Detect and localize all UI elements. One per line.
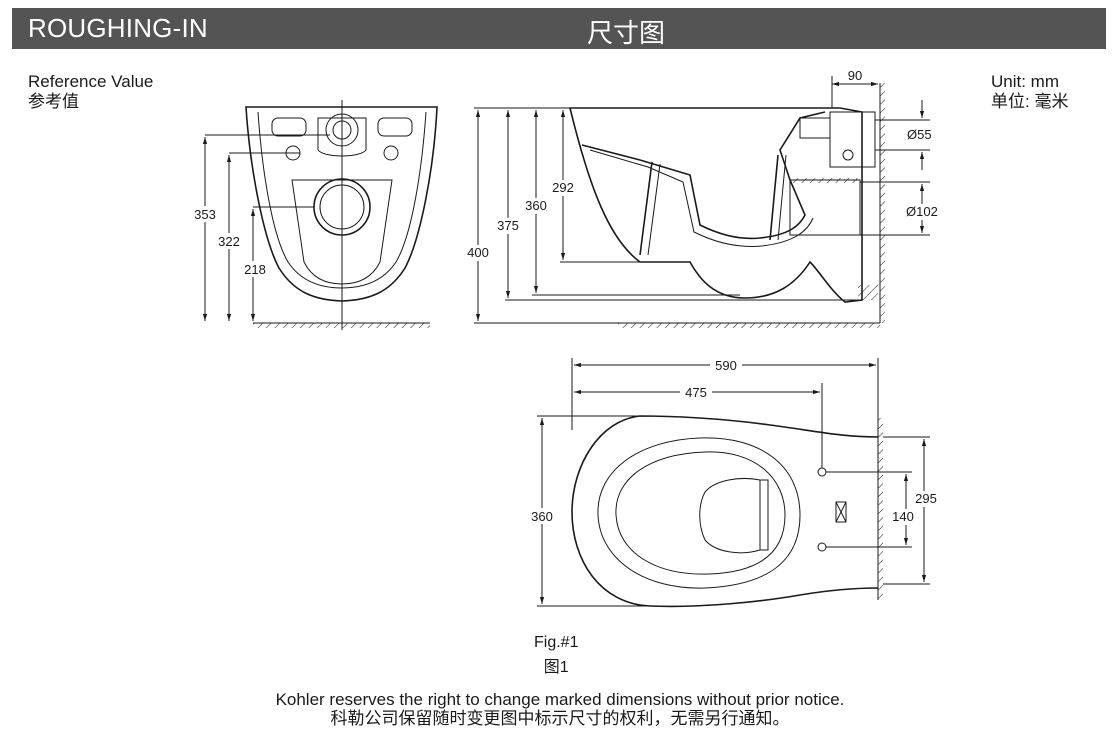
top-view: 590 475 360 295 140 (527, 357, 940, 608)
title-bar: ROUGHING-IN 尺寸图 (12, 8, 1106, 49)
front-dim-322: 322 (218, 234, 240, 249)
figure-caption: Fig.#1 图1 (534, 630, 578, 680)
figure-label-cn: 图1 (543, 659, 569, 676)
side-dim-360: 360 (525, 198, 547, 213)
front-dim-218: 218 (244, 262, 266, 277)
unit-label: Unit: mm 单位: 毫米 (991, 72, 1068, 112)
side-dim-d102: Ø102 (906, 204, 938, 219)
side-dim-90: 90 (848, 68, 862, 83)
title-chinese: 尺寸图 (587, 18, 666, 48)
front-view: 353 322 218 (190, 100, 438, 330)
front-dim-353: 353 (194, 207, 216, 222)
disclaimer-cn: 科勒公司保留随时变更图中标示尺寸的权利，无需另行通知。 (330, 709, 790, 728)
side-view: 90 Ø55 Ø102 292 360 375 400 (463, 68, 944, 328)
side-dim-292: 292 (552, 180, 574, 195)
unit-cn: 单位: 毫米 (991, 92, 1069, 111)
top-dim-140: 140 (892, 509, 914, 524)
title-roughing-in: ROUGHING-IN (28, 13, 208, 43)
top-dim-360: 360 (531, 509, 553, 524)
unit-en: Unit: mm (991, 72, 1059, 91)
side-dim-d55: Ø55 (907, 127, 932, 142)
reference-value-en: Reference Value (28, 72, 154, 91)
top-dim-295: 295 (915, 491, 937, 506)
reference-value-cn: 参考值 (28, 92, 79, 111)
figure-label-en: Fig.#1 (534, 634, 579, 651)
side-dim-400: 400 (467, 245, 489, 260)
reference-value-label: Reference Value 参考值 (28, 72, 153, 112)
disclaimer-notice: Kohler reserves the right to change mark… (0, 690, 1120, 728)
top-dim-475: 475 (685, 385, 707, 400)
disclaimer-en: Kohler reserves the right to change mark… (275, 690, 845, 709)
side-dim-375: 375 (497, 218, 519, 233)
top-dim-590: 590 (715, 358, 737, 373)
